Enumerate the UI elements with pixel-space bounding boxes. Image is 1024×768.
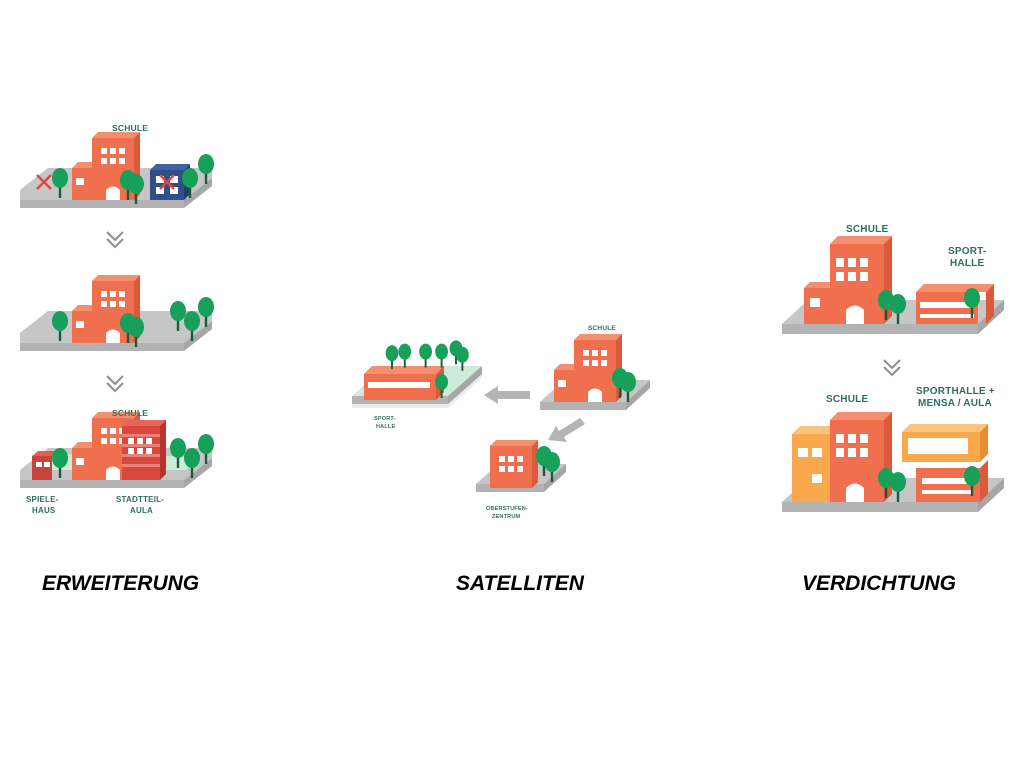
- label-spielehaus-2: HAUS: [32, 506, 56, 515]
- caption-satelliten: SATELLITEN: [456, 572, 584, 595]
- erweiterung-step-1: SCHULE: [20, 123, 214, 208]
- school-building: [804, 236, 892, 324]
- chevron-down-double-icon: [106, 231, 124, 248]
- label-oberstufenzentrum-1: OBERSTUFEN-: [486, 506, 528, 512]
- erweiterung-step-3: SCHULE SPIELE- HAUS STADTTEIL- AULA: [20, 408, 214, 515]
- verdichtung-column: SCHULE SPORT- HALLE: [782, 224, 1004, 512]
- verdichtung-step-1: SCHULE SPORT- HALLE: [782, 224, 1004, 334]
- label-schule: SCHULE: [846, 224, 888, 235]
- stadtteilaula-building: [122, 420, 166, 480]
- label-sporthalle-1: SPORT-: [374, 416, 396, 422]
- label-sporthalle-mensa-2: MENSA / AULA: [918, 398, 992, 409]
- label-sporthalle-1: SPORT-: [948, 246, 986, 257]
- caption-verdichtung: VERDICHTUNG: [802, 572, 957, 595]
- chevron-down-double-icon: [883, 359, 901, 376]
- label-schule: SCHULE: [826, 394, 868, 405]
- label-schule: SCHULE: [112, 408, 148, 418]
- arrow-down-left-icon: [548, 418, 585, 442]
- label-sporthalle-2: HALLE: [376, 424, 395, 430]
- label-stadtteilaula-2: AULA: [130, 506, 153, 515]
- school-building: [554, 334, 622, 402]
- label-schule: SCHULE: [588, 325, 616, 332]
- label-oberstufenzentrum-2: ZENTRUM: [492, 514, 521, 520]
- chevron-down-double-icon: [106, 375, 124, 392]
- sporthalle-mensa-building: [902, 424, 988, 502]
- erweiterung-step-2: [20, 275, 214, 351]
- satellite-sporthalle: SPORT- HALLE: [352, 340, 482, 430]
- spielehaus-building: [32, 451, 58, 480]
- arrow-left-icon: [484, 386, 530, 404]
- verdichtung-step-2: SCHULE SPORTHALLE + MENSA / AULA: [782, 386, 1004, 512]
- satellite-schule: SCHULE: [540, 325, 650, 410]
- satelliten-column: SPORT- HALLE SCHULE OBERSTUFEN- ZENTRUM: [352, 325, 650, 520]
- label-spielehaus-1: SPIELE-: [26, 495, 59, 504]
- school-building: [830, 412, 892, 502]
- label-sporthalle-2: HALLE: [950, 258, 984, 269]
- caption-erweiterung: ERWEITERUNG: [42, 572, 200, 595]
- label-schule: SCHULE: [112, 123, 148, 133]
- label-stadtteilaula-1: STADTTEIL-: [116, 495, 164, 504]
- label-sporthalle-mensa-1: SPORTHALLE +: [916, 386, 995, 397]
- satellite-oberstufenzentrum: OBERSTUFEN- ZENTRUM: [476, 440, 566, 520]
- erweiterung-column: SCHULE: [20, 123, 214, 515]
- extension-building: [792, 426, 838, 502]
